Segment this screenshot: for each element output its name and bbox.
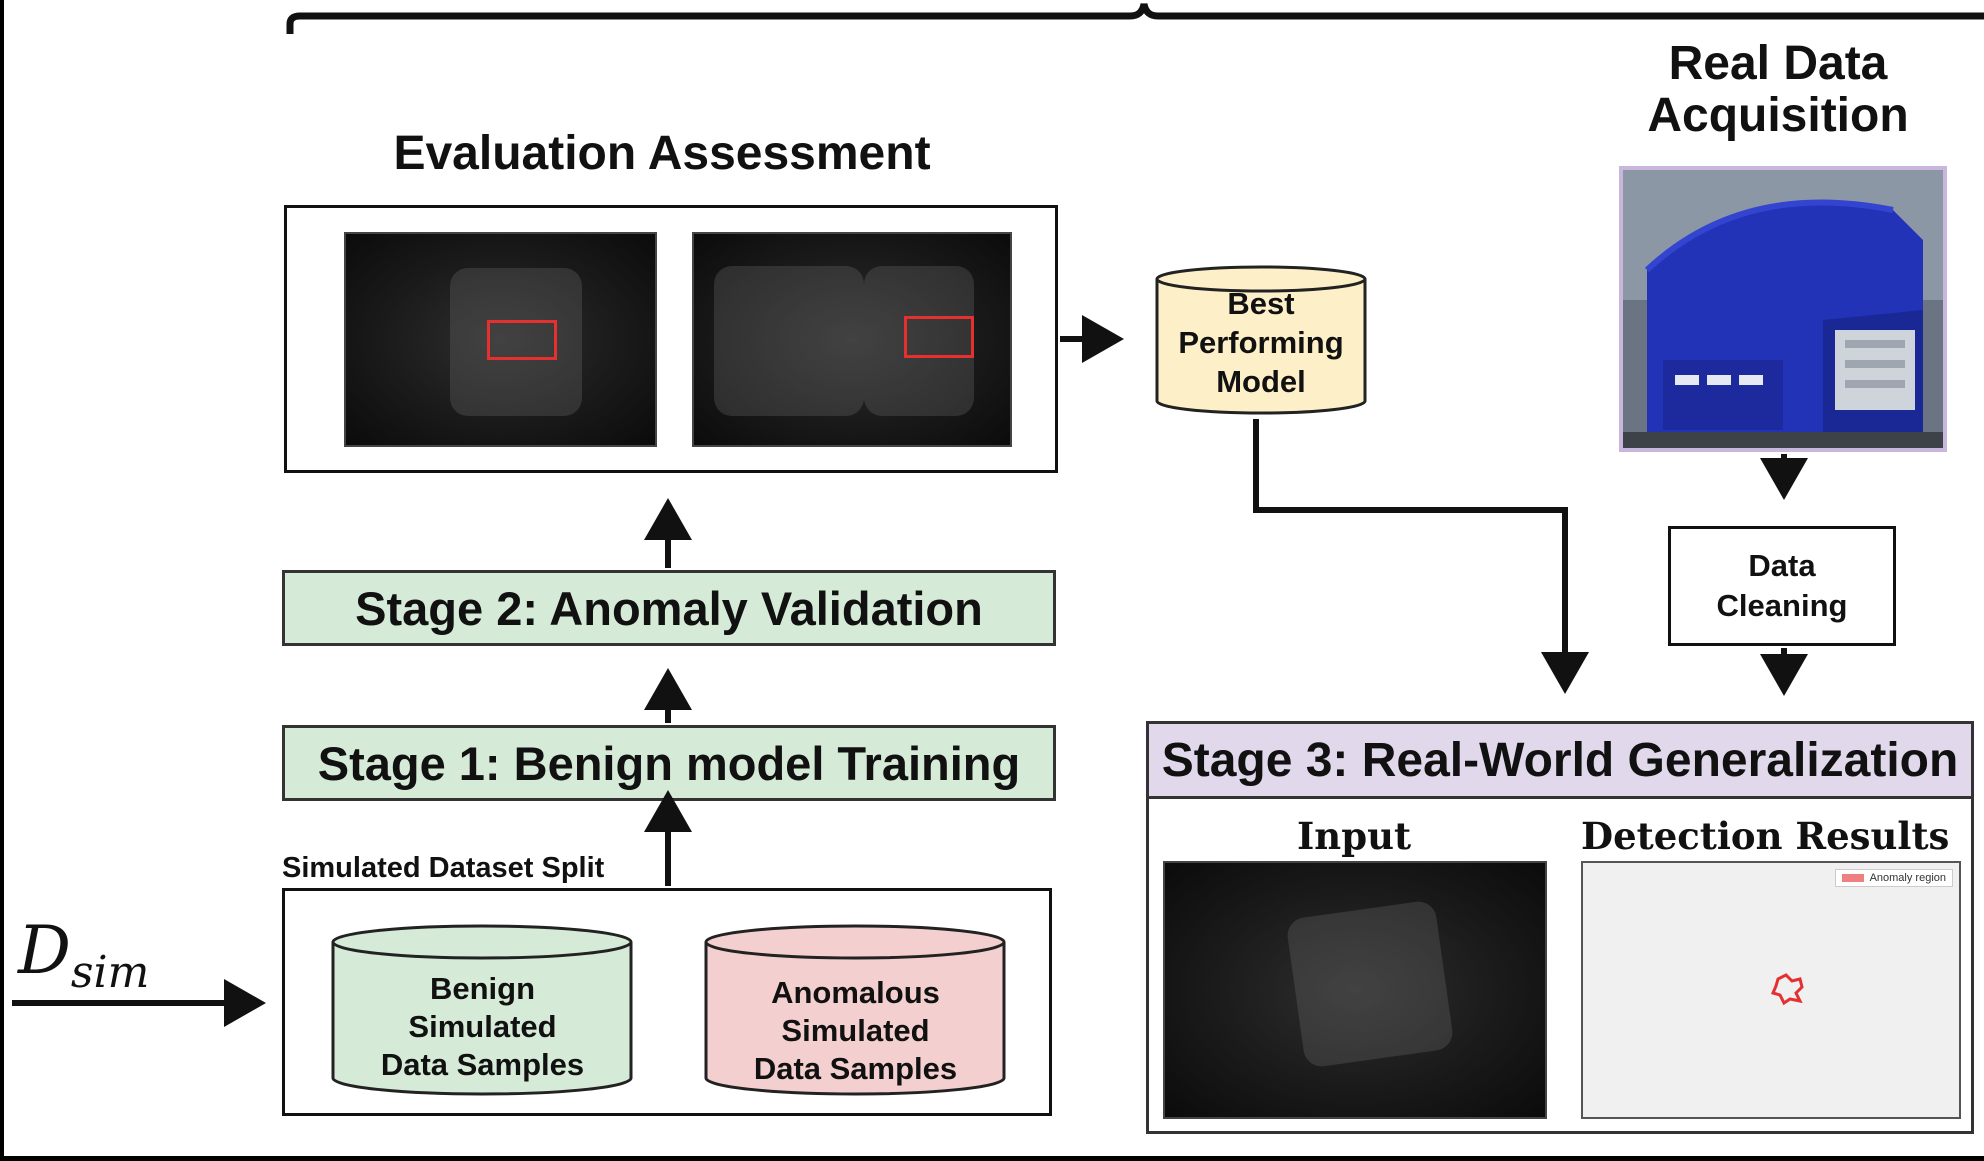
cylinder-icon [331, 924, 633, 1096]
dsim-label: Dsim [18, 912, 150, 998]
input-title: Input [1297, 814, 1412, 858]
cylinder-icon [704, 924, 1006, 1096]
bottom-border [0, 1156, 1984, 1161]
stage3-container: Stage 3: Real-World Generalization Input… [1146, 721, 1974, 1134]
stage2-label: Stage 2: Anomaly Validation [355, 581, 983, 635]
legend-label: Anomaly region [1869, 872, 1946, 884]
dataset-split-label: Simulated Dataset Split [282, 852, 605, 884]
benign-cylinder: Benign Simulated Data Samples [330, 924, 635, 1098]
cylinder-icon [1155, 265, 1367, 415]
detection-results-title: Detection Results [1581, 814, 1950, 858]
anomaly-box-1 [487, 320, 557, 360]
stage2-box: Stage 2: Anomaly Validation [282, 570, 1056, 646]
left-border [0, 0, 4, 1161]
legend-box: Anomaly region [1834, 869, 1953, 887]
best-model-cylinder: Best Performing Model [1154, 265, 1368, 417]
stage1-box: Stage 1: Benign model Training [282, 725, 1056, 801]
evaluation-box [284, 205, 1058, 473]
anomaly-box-2 [904, 316, 974, 358]
real-data-heading: Real Data Acquisition [1647, 37, 1909, 142]
stage3-label: Stage 3: Real-World Generalization [1161, 733, 1959, 787]
arrow-down-icon [1253, 419, 1589, 694]
real-data-photo-frame [1619, 166, 1947, 452]
stage3-input-image [1163, 861, 1547, 1119]
data-cleaning-box: Data Cleaning [1668, 526, 1896, 646]
anomaly-region-icon [1770, 973, 1804, 1006]
stage1-label: Stage 1: Benign model Training [317, 736, 1021, 790]
top-brace [286, 3, 1984, 34]
validation-image-2 [692, 232, 1012, 447]
evaluation-assessment-heading: Evaluation Assessment [393, 127, 931, 180]
shelter-photo [1623, 170, 1943, 448]
dataset-box: Benign Simulated Data Samples Anomalous … [282, 888, 1052, 1116]
stage3-result-image: Anomaly region [1581, 861, 1961, 1119]
validation-image-1 [344, 232, 657, 447]
stage3-header: Stage 3: Real-World Generalization [1146, 721, 1974, 799]
anomalous-cylinder: Anomalous Simulated Data Samples [703, 924, 1008, 1098]
